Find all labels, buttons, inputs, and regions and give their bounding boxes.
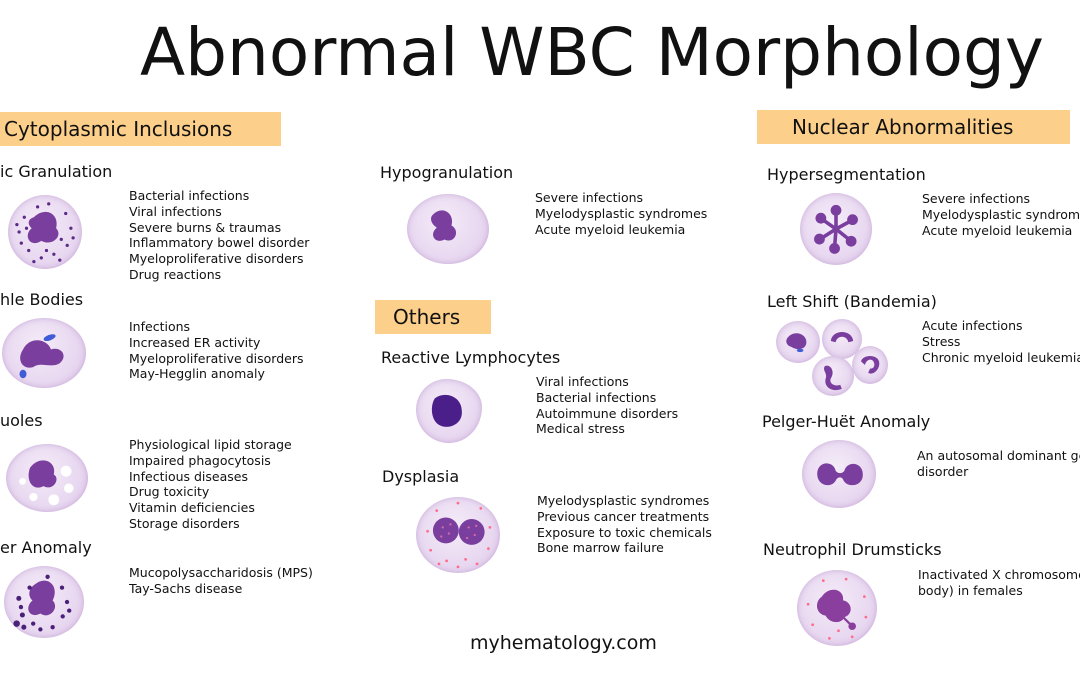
condition-item: May-Hegglin anomaly xyxy=(129,366,265,382)
dysplasia-label: Dysplasia xyxy=(382,467,460,486)
condition-item: body) in females xyxy=(918,582,1023,598)
reactive-lymphocytes-conditions: Viral infections Bacterial infections Au… xyxy=(536,374,736,437)
condition-item: Acute myeloid leukemia xyxy=(535,221,686,237)
condition-item: Tay-Sachs disease xyxy=(129,580,243,596)
condition-item: Viral infections xyxy=(536,374,629,389)
condition-item: Acute myeloid leukemia xyxy=(922,222,1073,238)
dohle-bodies-label: hle Bodies xyxy=(0,290,84,309)
condition-item: Autoimmune disorders xyxy=(536,405,679,421)
section-header-nuclear: Nuclear Abnormalities xyxy=(757,110,1070,144)
dohle-bodies-cell-image xyxy=(2,318,86,388)
condition-item: Inflammatory bowel disorder xyxy=(129,235,310,251)
condition-item: Bone marrow failure xyxy=(537,540,664,556)
left-shift-cell-image-3 xyxy=(812,356,854,396)
section-header-nuclear-label: Nuclear Abnormalities xyxy=(792,115,1014,139)
condition-item: Vitamin deficiencies xyxy=(129,500,255,516)
condition-item: Infectious diseases xyxy=(129,468,248,484)
section-header-cytoplasmic-label: Cytoplasmic Inclusions xyxy=(4,117,233,141)
condition-item: Exposure to toxic chemicals xyxy=(537,524,712,540)
condition-item: Severe burns & traumas xyxy=(129,219,282,235)
hypersegmentation-cell-image xyxy=(800,193,872,265)
condition-item: Severe infections xyxy=(535,190,644,205)
dohle-bodies-conditions: Infections Increased ER activity Myelopr… xyxy=(129,319,349,382)
toxic-granulation-cell-image xyxy=(8,195,82,269)
neutrophil-drumsticks-cell-image xyxy=(797,570,877,646)
condition-item: Mucopolysaccharidosis (MPS) xyxy=(129,565,313,580)
condition-item: Medical stress xyxy=(536,421,625,437)
condition-item: Severe infections xyxy=(922,191,1031,206)
reactive-lymphocytes-cell-image xyxy=(416,379,482,443)
left-shift-conditions: Acute infections Stress Chronic myeloid … xyxy=(922,318,1080,365)
vacuoles-label: uoles xyxy=(0,411,43,430)
condition-item: Bacterial infections xyxy=(536,389,657,405)
left-shift-cell-image-4 xyxy=(852,346,888,384)
pelger-huet-label: Pelger-Huët Anomaly xyxy=(762,412,931,431)
neutrophil-drumsticks-label: Neutrophil Drumsticks xyxy=(763,540,942,559)
alder-anomaly-label: er Anomaly xyxy=(0,538,92,557)
toxic-granulation-conditions: Bacterial infections Viral infections Se… xyxy=(129,188,349,283)
condition-item: Myeloproliferative disorders xyxy=(129,350,304,366)
condition-item: Drug toxicity xyxy=(129,484,210,500)
condition-item: Previous cancer treatments xyxy=(537,508,710,524)
hypogranulation-label: Hypogranulation xyxy=(380,163,514,182)
condition-item: Impaired phagocytosis xyxy=(129,452,271,468)
hypogranulation-cell-image xyxy=(407,194,489,264)
left-shift-cell-image-1 xyxy=(776,321,820,363)
condition-item: disorder xyxy=(917,463,969,479)
alder-anomaly-cell-image xyxy=(4,566,84,638)
vacuoles-conditions: Physiological lipid storage Impaired pha… xyxy=(129,437,349,532)
condition-item: Chronic myeloid leukemia xyxy=(922,349,1080,365)
dysplasia-cell-image xyxy=(416,497,500,573)
condition-item: Myeloproliferative disorders xyxy=(129,251,304,267)
page-title: Abnormal WBC Morphology xyxy=(140,14,1044,91)
condition-item: Acute infections xyxy=(922,318,1023,333)
condition-item: Increased ER activity xyxy=(129,334,261,350)
condition-item: Storage disorders xyxy=(129,515,240,531)
condition-item: An autosomal dominant ge xyxy=(917,448,1080,463)
condition-item: Inactivated X chromosome xyxy=(918,567,1080,582)
condition-item: Myelodysplastic syndromes xyxy=(922,206,1080,222)
condition-item: Viral infections xyxy=(129,203,222,219)
condition-item: Infections xyxy=(129,319,191,334)
condition-item: Myelodysplastic syndromes xyxy=(537,493,710,508)
hypersegmentation-label: Hypersegmentation xyxy=(767,165,926,184)
neutrophil-drumsticks-conditions: Inactivated X chromosome body) in female… xyxy=(918,567,1080,599)
condition-item: Myelodysplastic syndromes xyxy=(535,205,708,221)
dysplasia-conditions: Myelodysplastic syndromes Previous cance… xyxy=(537,493,737,556)
alder-anomaly-conditions: Mucopolysaccharidosis (MPS) Tay-Sachs di… xyxy=(129,565,349,597)
condition-item: Physiological lipid storage xyxy=(129,437,292,452)
section-header-others-label: Others xyxy=(393,305,461,329)
hypogranulation-conditions: Severe infections Myelodysplastic syndro… xyxy=(535,190,735,237)
condition-item: Stress xyxy=(922,333,961,349)
source-website: myhematology.com xyxy=(470,632,657,654)
condition-item: Bacterial infections xyxy=(129,188,250,203)
section-header-cytoplasmic: Cytoplasmic Inclusions xyxy=(0,112,281,146)
hypersegmentation-conditions: Severe infections Myelodysplastic syndro… xyxy=(922,191,1080,238)
toxic-granulation-label: ic Granulation xyxy=(0,162,113,181)
reactive-lymphocytes-label: Reactive Lymphocytes xyxy=(381,348,561,367)
pelger-huet-conditions: An autosomal dominant ge disorder xyxy=(917,448,1080,480)
left-shift-label: Left Shift (Bandemia) xyxy=(767,292,937,311)
section-header-others: Others xyxy=(375,300,491,334)
pelger-huet-cell-image xyxy=(802,440,876,508)
condition-item: Drug reactions xyxy=(129,266,222,282)
vacuoles-cell-image xyxy=(6,444,88,512)
